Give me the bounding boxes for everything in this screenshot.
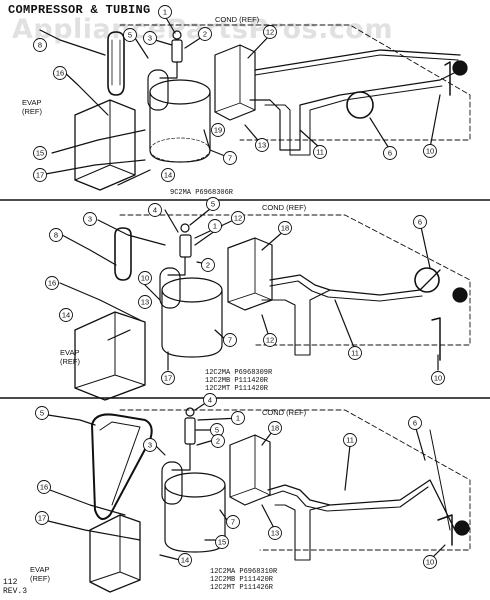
callout-16: 16 [48,279,56,288]
model-number-line: 12C2MT P111426R [210,584,274,592]
middle-panel-callouts [45,197,445,385]
callout-16: 16 [40,483,48,492]
callout-4: 4 [153,206,157,215]
bottom-panel-drawing [43,399,471,593]
evap-ref-label: EVAP [30,565,49,574]
page-title: COMPRESSOR & TUBING [8,3,151,17]
callout-15: 15 [36,149,44,158]
callout-12: 12 [234,214,242,223]
callout-13: 13 [258,141,266,150]
evap-ref-label-sub: (REF) [22,107,42,116]
callout-10: 10 [141,274,149,283]
cond-ref-label: COND (REF) [262,408,307,417]
callout-7: 7 [228,154,232,163]
top-callout-numbers: 1 2 3 5 8 12 16 19 13 11 6 10 7 14 15 17 [36,8,434,180]
callout-19: 19 [214,126,222,135]
callout-2: 2 [203,30,207,39]
callout-10: 10 [426,147,434,156]
callout-6: 6 [418,218,422,227]
callout-12: 12 [266,336,274,345]
callout-11: 11 [346,436,354,445]
callout-12: 12 [266,28,274,37]
top-panel-drawing [39,15,471,191]
callout-3: 3 [88,215,92,224]
callout-3: 3 [148,441,152,450]
callout-5: 5 [128,31,132,40]
evap-ref-label-sub: (REF) [30,574,50,583]
top-panel-callouts [33,5,437,182]
callout-1: 1 [163,8,167,17]
callout-15: 15 [218,538,226,547]
model-number-line: 12C2MB P111420R [205,377,269,385]
callout-2: 2 [216,437,220,446]
callout-5: 5 [40,409,44,418]
callout-14: 14 [181,556,189,565]
model-numbers: 9C2MA P6968306R 12C2MA P6968309R 12C2MB … [170,189,278,592]
callout-17: 17 [164,374,172,383]
callout-3: 3 [148,34,152,43]
bottom-callout-numbers: 5 4 5 1 2 3 18 11 6 16 17 7 13 15 14 10 [38,396,434,567]
model-number-line: 12C2MB P111420R [210,576,274,584]
callout-17: 17 [36,171,44,180]
callout-13: 13 [141,298,149,307]
callout-17: 17 [38,514,46,523]
revision-label: REV.3 [3,587,28,596]
model-number-line: 12C2MA P6968310R [210,568,278,576]
evap-ref-label-sub: (REF) [60,357,80,366]
callout-6: 6 [413,419,417,428]
bottom-panel-callouts [35,393,437,569]
middle-callout-numbers: 3 4 5 12 1 2 18 6 8 16 10 14 7 12 11 10 … [48,200,442,383]
callout-5: 5 [211,200,215,209]
callout-6: 6 [388,149,392,158]
callout-16: 16 [56,69,64,78]
callout-13: 13 [271,529,279,538]
model-number-line: 9C2MA P6968306R [170,189,234,197]
callout-7: 7 [231,518,235,527]
callout-8: 8 [54,231,58,240]
callout-14: 14 [164,171,172,180]
callout-14: 14 [62,311,70,320]
cond-ref-label: COND (REF) [262,203,307,212]
callout-5: 5 [215,426,219,435]
evap-ref-label: EVAP [60,348,79,357]
callout-1: 1 [236,414,240,423]
reference-labels: COND (REF) EVAP (REF) COND (REF) EVAP (R… [22,15,307,583]
model-number-line: 12C2MA P6968309R [205,369,273,377]
callout-11: 11 [316,148,324,157]
model-number-line: 12C2MT P111420R [205,385,269,393]
callout-18: 18 [271,424,279,433]
callout-1: 1 [213,222,217,231]
page-footer: 112 REV.3 [3,578,27,596]
cond-ref-label: COND (REF) [215,15,260,24]
callout-10: 10 [426,558,434,567]
middle-panel-drawing [59,204,471,401]
callout-8: 8 [38,41,42,50]
callout-2: 2 [206,261,210,270]
callout-7: 7 [228,336,232,345]
callout-10: 10 [434,374,442,383]
page-number: 112 [3,578,18,587]
callout-11: 11 [351,349,359,358]
callout-18: 18 [281,224,289,233]
evap-ref-label: EVAP [22,98,41,107]
callout-4: 4 [208,396,212,405]
